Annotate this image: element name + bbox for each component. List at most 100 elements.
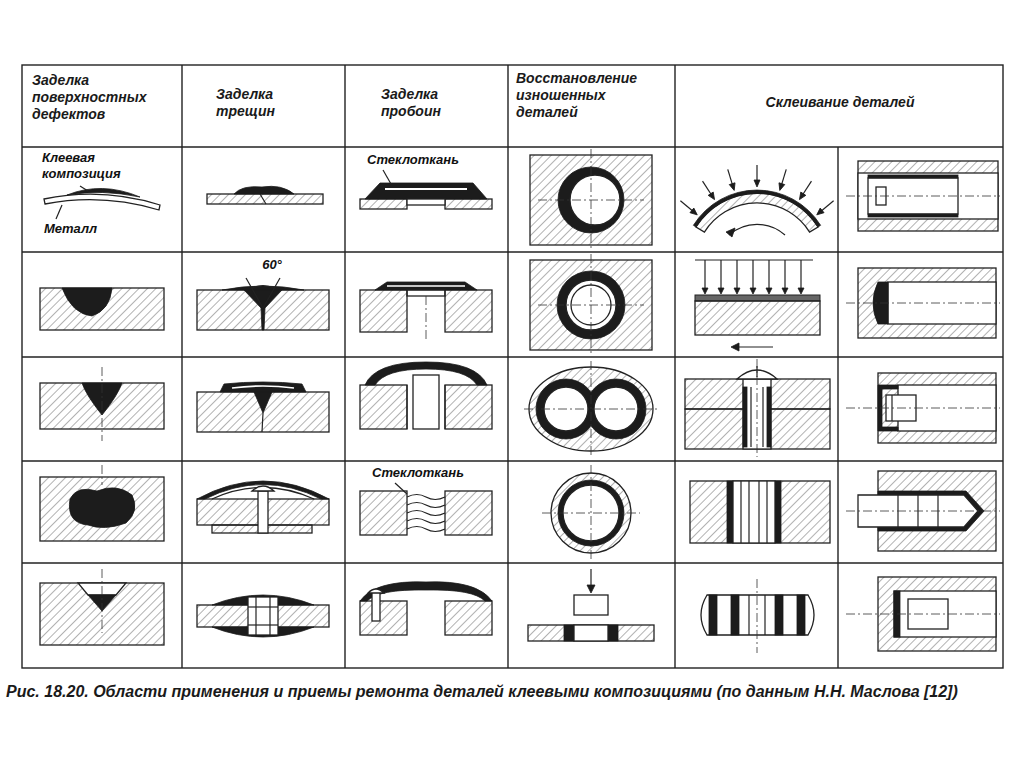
bonding-5-2 [784, 260, 785, 290]
bonding-5-1 [777, 183, 785, 191]
crack-repair-2 [197, 290, 329, 330]
bonding-5-2 [695, 295, 820, 301]
worn-part-5 [608, 625, 618, 641]
hole-repair-1 [445, 199, 492, 209]
worn-part-1 [530, 149, 652, 249]
bonding-5-2 [798, 288, 804, 294]
worn-part-5 [574, 595, 608, 615]
bonding-6-3 [846, 373, 1000, 443]
hole-repair-2 [360, 282, 492, 342]
bonding-5-5 [701, 595, 814, 635]
bonding-5-2 [702, 288, 708, 294]
surface-defect-4 [40, 477, 164, 541]
hole-repair-1 [407, 199, 445, 205]
crack-repair-3 [220, 382, 306, 392]
crack-repair-5 [197, 595, 329, 637]
crack-repair-3 [197, 382, 329, 432]
hole-repair-5 [372, 591, 380, 621]
bonding-5-2 [704, 260, 705, 290]
table-grid [22, 146, 1003, 147]
bonding-6-5 [846, 577, 1000, 651]
bonding-5-1 [815, 208, 824, 217]
surface-defect-4 [69, 488, 135, 528]
bonding-5-1 [815, 198, 836, 217]
bonding-5-2 [737, 346, 773, 347]
crack-repair-1 [207, 194, 323, 204]
bonding-5-2 [750, 288, 756, 294]
crack-repair-1 [207, 186, 323, 204]
bonding-5-2 [734, 288, 740, 294]
bonding-5-2 [720, 260, 721, 290]
column-header: Восстановление изношенных деталей [516, 70, 651, 121]
hole-repair-5 [368, 589, 384, 593]
worn-part-1 [591, 149, 592, 249]
worn-part-3 [591, 361, 592, 457]
table-grid [22, 356, 1003, 357]
surface-defect-2 [40, 288, 164, 330]
hole-repair-3 [360, 362, 492, 429]
column-header: Заделка пробоин [381, 86, 491, 120]
bonding-6-4 [846, 511, 1000, 512]
worn-part-3 [524, 361, 658, 457]
bonding-5-3 [767, 387, 771, 447]
hole-repair-1 [360, 199, 407, 209]
bonding-5-3 [757, 359, 758, 457]
column-header: Склеивание деталей [690, 94, 990, 111]
hole-repair-2 [375, 282, 477, 290]
hole-repair-4 [407, 519, 445, 524]
part-label: Металл [44, 221, 134, 237]
bonding-5-2 [736, 260, 737, 290]
worn-part-2 [591, 254, 592, 354]
bonding-5-1 [797, 192, 806, 201]
hole-repair-4 [360, 483, 492, 535]
worn-part-3 [524, 409, 658, 410]
hole-repair-3 [360, 385, 407, 429]
bonding-5-1 [700, 179, 717, 201]
bonding-6-1 [846, 196, 1000, 197]
bonding-6-2 [846, 303, 1000, 304]
bonding-5-2 [800, 260, 801, 290]
surface-defect-2 [62, 288, 112, 316]
bonding-5-5 [757, 579, 758, 653]
hole-repair-3 [406, 385, 407, 429]
surface-defect-4 [102, 465, 103, 485]
bonding-5-3 [743, 387, 747, 447]
table-grid [344, 65, 345, 668]
worn-part-4 [542, 513, 640, 514]
hole-repair-5 [445, 601, 492, 635]
crack-repair-3 [262, 413, 263, 432]
hole-repair-1 [365, 183, 487, 199]
bonding-5-3 [762, 387, 763, 447]
figure-caption: Рис. 18.20. Области применения и приемы … [6, 681, 1011, 703]
hole-repair-2 [387, 285, 465, 287]
worn-part-1 [538, 200, 644, 201]
bonding-5-4 [690, 481, 830, 543]
surface-defect-3 [102, 367, 103, 441]
hole-repair-4 [445, 491, 492, 535]
bonding-5-1 [726, 228, 735, 237]
crack-repair-1 [260, 194, 266, 204]
crack-repair-5 [269, 597, 270, 635]
bonding-5-2 [766, 288, 772, 294]
bonding-5-2 [782, 288, 788, 294]
surface-defect-3 [40, 367, 164, 441]
bonding-5-5 [764, 595, 765, 635]
bonding-5-1 [797, 179, 814, 201]
bonding-5-3 [685, 359, 830, 457]
bonding-5-2 [718, 288, 724, 294]
crack-repair-3 [232, 386, 294, 388]
bonding-5-2 [695, 301, 820, 335]
crack-repair-2 [197, 278, 329, 330]
table-grid [22, 65, 1003, 668]
bonding-5-1 [678, 165, 835, 237]
surface-defect-4 [40, 465, 164, 541]
crack-repair-5 [248, 606, 278, 607]
worn-part-4 [542, 465, 640, 561]
bonding-6-3 [846, 408, 1000, 409]
bonding-5-4 [733, 481, 775, 543]
part-label: Стеклоткань [367, 152, 487, 168]
bonding-5-5 [731, 595, 739, 635]
hole-repair-4 [407, 527, 445, 532]
bonding-5-4 [690, 481, 830, 543]
